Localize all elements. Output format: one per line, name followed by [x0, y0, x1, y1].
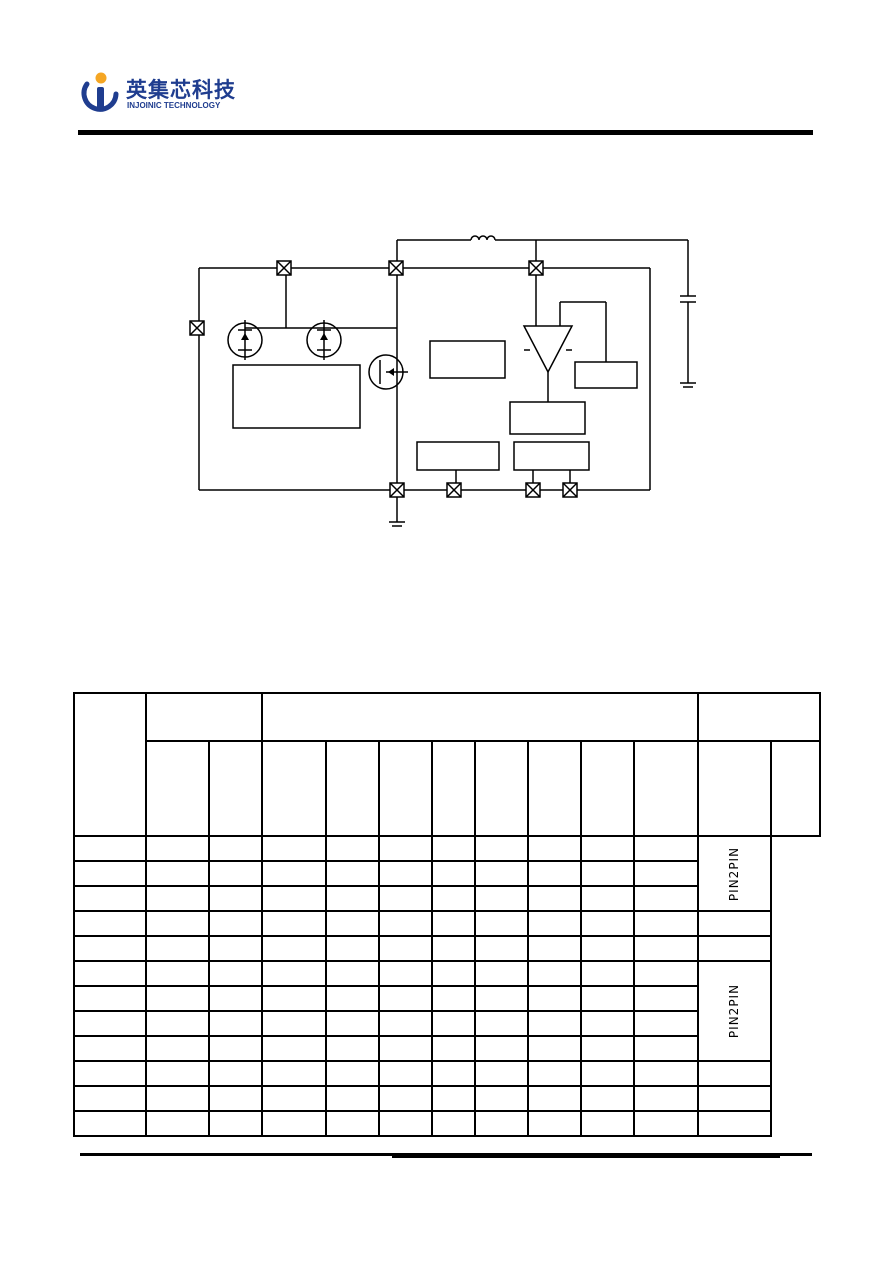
logo-english-text: INJOINIC TECHNOLOGY: [127, 101, 221, 110]
block-diagram: [189, 235, 696, 527]
table-row: PIN2PIN: [73, 960, 820, 1062]
table-row: PIN2PIN: [73, 835, 820, 912]
pin-marker: [562, 482, 578, 498]
pin-marker: [189, 320, 205, 336]
table-row: [73, 1010, 820, 1037]
table-header-cell: [325, 740, 380, 837]
pin-marker: [276, 260, 292, 276]
table-header-cell: [697, 740, 772, 837]
pin-marker: [525, 482, 541, 498]
table-header-cell: [208, 740, 263, 837]
pin-marker: [389, 482, 405, 498]
table-header-cell: [261, 692, 699, 742]
header-divider: [78, 130, 813, 135]
table-header-cell: [580, 740, 635, 837]
table-row: [73, 985, 820, 1012]
table-header-cell: [73, 692, 147, 837]
table-row: [73, 860, 820, 887]
table-header-cell: [145, 740, 210, 837]
footer-divider: [80, 1153, 812, 1156]
table-header-cell: [770, 740, 821, 837]
table-cell-pin2pin: PIN2PIN: [697, 960, 772, 1062]
table-header-cell: [633, 740, 699, 837]
table-row: [73, 935, 820, 962]
footer-divider-accent: [392, 1156, 780, 1158]
table-cell-pin2pin: PIN2PIN: [697, 835, 772, 912]
table-header-cell: [378, 740, 433, 837]
table-header-cell: [527, 740, 582, 837]
pin-marker: [528, 260, 544, 276]
table-row: [73, 1110, 820, 1137]
table-header-row: [73, 692, 821, 837]
pin-marker: [446, 482, 462, 498]
logo-chinese-text: 英集芯科技: [126, 78, 236, 102]
table-header-cell: [697, 692, 821, 742]
table-header-cell: [431, 740, 476, 837]
company-logo: 英集芯科技 INJOINIC TECHNOLOGY: [78, 70, 248, 116]
table-row: [73, 1060, 820, 1087]
table-header-cell: [474, 740, 529, 837]
table-header-cell: [261, 740, 327, 837]
table-row: [73, 885, 820, 912]
table-header-cell: [145, 692, 263, 742]
spec-table: PIN2PIN PIN2PIN: [73, 692, 821, 1137]
table-subheader-row: [74, 740, 821, 837]
table-row: [73, 910, 820, 937]
logo-mark-icon: [81, 72, 119, 112]
table-row: [73, 1035, 820, 1062]
pin-marker: [388, 260, 404, 276]
table-row: [73, 1085, 820, 1112]
